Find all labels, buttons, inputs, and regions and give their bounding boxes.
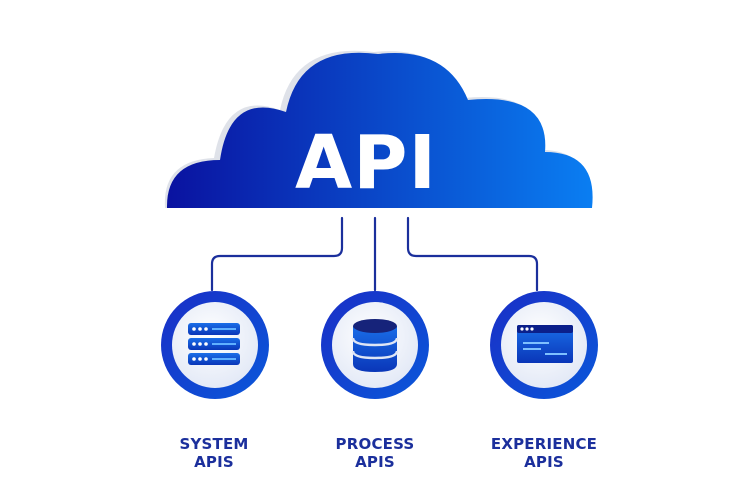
node-process-apis bbox=[321, 291, 429, 399]
api-cloud: API bbox=[164, 50, 593, 208]
caption-line: APIS bbox=[194, 453, 234, 471]
caption-line: APIS bbox=[355, 453, 395, 471]
caption-system-apis: SYSTEM APIS bbox=[134, 435, 294, 471]
cloud-title: API bbox=[295, 120, 437, 206]
connectors bbox=[210, 216, 539, 292]
connector-right bbox=[406, 216, 539, 292]
caption-process-apis: PROCESS APIS bbox=[295, 435, 455, 471]
caption-line: APIS bbox=[524, 453, 564, 471]
connector-left bbox=[210, 216, 344, 292]
browser-window-icon bbox=[517, 325, 573, 363]
caption-line: SYSTEM bbox=[179, 435, 249, 453]
server-rack-icon bbox=[188, 323, 240, 365]
node-system-apis bbox=[161, 291, 269, 399]
database-icon bbox=[351, 319, 399, 372]
node-experience-apis bbox=[490, 291, 598, 399]
caption-line: PROCESS bbox=[335, 435, 415, 453]
caption-experience-apis: EXPERIENCE APIS bbox=[464, 435, 624, 471]
cloud-shape bbox=[166, 52, 593, 208]
caption-line: EXPERIENCE bbox=[490, 435, 598, 453]
